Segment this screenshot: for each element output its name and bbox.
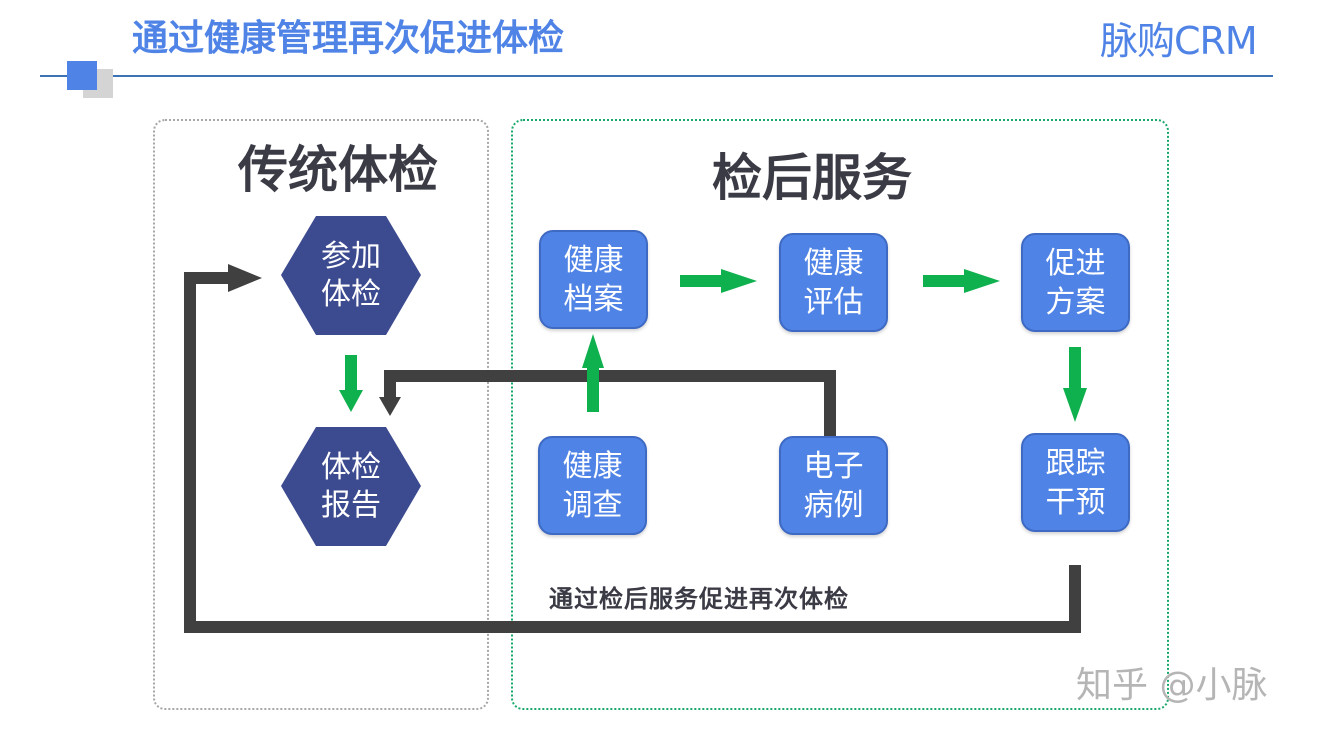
node-electronic-record: 电子病例 — [779, 436, 888, 535]
node-label: 健康评估 — [803, 245, 864, 320]
node-label: 健康调查 — [562, 448, 623, 523]
node-health-record: 健康档案 — [539, 230, 648, 329]
brand-logo: 脉购CRM — [1100, 19, 1258, 63]
hexagon-shape — [281, 216, 421, 335]
record-to-assessment-shaft — [680, 275, 724, 287]
node-label: 体检报告 — [321, 449, 381, 523]
plan-to-followup-shaft — [1069, 347, 1081, 391]
node-exam-report: 体检报告 — [280, 425, 422, 548]
record-to-assessment-head — [721, 269, 757, 293]
loop-arrow-line — [184, 272, 1081, 633]
header-decoration-blue-square — [67, 61, 97, 90]
assessment-to-plan-shaft — [923, 275, 967, 287]
panel-post-exam-service — [511, 119, 1169, 710]
node-label: 健康档案 — [563, 242, 624, 317]
node-label: 促进方案 — [1045, 245, 1106, 320]
record-to-report-arrow-head — [379, 397, 401, 416]
section-title-post-exam: 检后服务 — [712, 149, 912, 207]
hexagon-shape — [281, 427, 421, 546]
node-attend-exam: 参加体检 — [280, 214, 422, 337]
node-health-survey: 健康调查 — [538, 436, 647, 535]
plan-to-followup-head — [1063, 388, 1087, 422]
survey-to-record-head — [582, 334, 604, 368]
attend-to-report-shaft — [345, 355, 357, 393]
node-label: 跟踪干预 — [1045, 445, 1106, 520]
node-label: 参加体检 — [321, 238, 381, 312]
node-health-assessment: 健康评估 — [779, 233, 888, 332]
record-to-report-line — [384, 370, 836, 436]
loop-arrow-head — [228, 264, 262, 292]
section-title-traditional: 传统体检 — [238, 141, 438, 199]
page-title: 通过健康管理再次促进体检 — [132, 18, 565, 59]
node-promotion-plan: 促进方案 — [1021, 233, 1130, 332]
survey-to-record-shaft — [587, 366, 599, 412]
node-follow-up: 跟踪干预 — [1021, 433, 1130, 532]
node-label: 电子病例 — [803, 448, 864, 523]
header-divider — [40, 75, 1273, 77]
panel-traditional-exam — [153, 119, 489, 710]
assessment-to-plan-head — [964, 269, 1000, 293]
watermark: 知乎 @小脉 — [1076, 665, 1268, 706]
attend-to-report-head — [339, 390, 363, 412]
loop-caption: 通过检后服务促进再次体检 — [549, 585, 849, 613]
